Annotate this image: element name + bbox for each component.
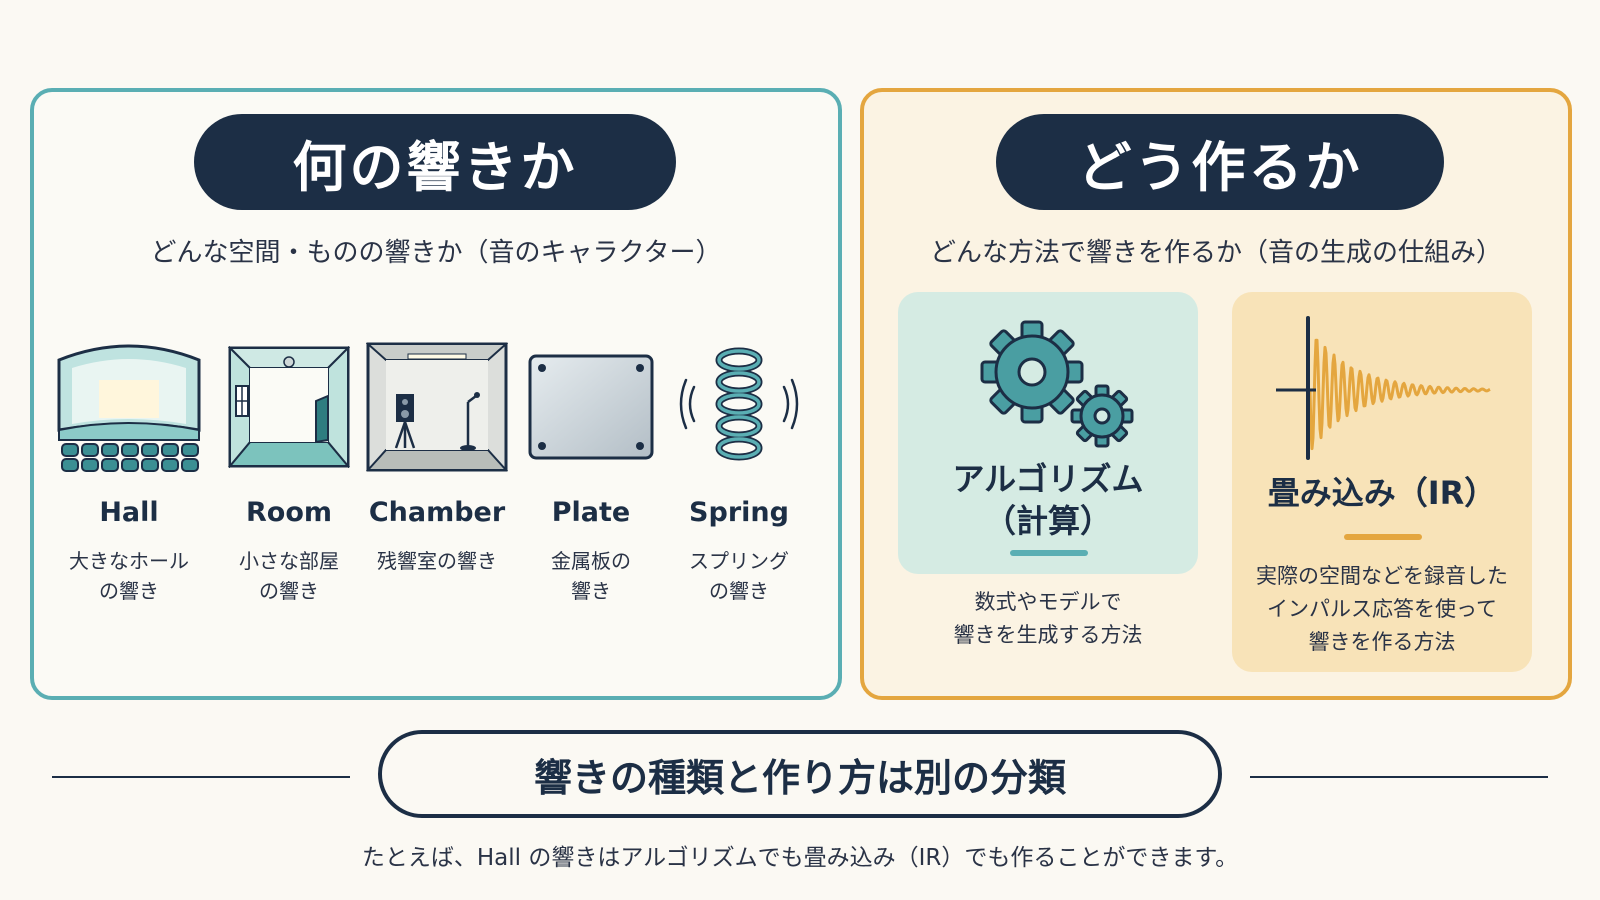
- reverb-type-plate: Plate 金属板の 響き: [516, 337, 666, 606]
- convolution-card: 畳み込み（IR） 実際の空間などを録音した インパルス応答を使って 響きを作る方…: [1232, 292, 1532, 672]
- reverb-type-room: Room 小さな部屋 の響き: [214, 337, 364, 606]
- spring-icon: [664, 337, 814, 477]
- chamber-icon: [362, 337, 512, 477]
- reverb-name-room: Room: [245, 497, 333, 528]
- room-icon: [214, 337, 364, 477]
- how-made-subtitle: どんな方法で響きを作るか（音の生成の仕組み）: [929, 238, 1502, 268]
- algorithm-description: 数式やモデルで 響きを生成する方法: [953, 590, 1143, 647]
- reverb-desc-hall: 大きなホール の響き: [69, 549, 189, 603]
- reverb-name-plate: Plate: [551, 497, 631, 528]
- footer-headline: 響きの種類と作り方は別の分類: [533, 755, 1066, 800]
- reverb-name-spring: Spring: [689, 497, 789, 528]
- convolution-description: 実際の空間などを録音した インパルス応答を使って 響きを作る方法: [1256, 564, 1508, 654]
- reverb-name-chamber: Chamber: [368, 497, 506, 528]
- footer-divider-right: [1250, 776, 1548, 778]
- convolution-title: 畳み込み（IR）: [1267, 474, 1497, 512]
- concert-hall-icon: [54, 337, 204, 477]
- reverb-desc-plate: 金属板の 響き: [551, 549, 631, 603]
- reverb-desc-room: 小さな部屋 の響き: [239, 549, 339, 603]
- metal-plate-icon: [516, 337, 666, 477]
- algorithm-card: アルゴリズム （計算）: [898, 292, 1198, 574]
- reverb-desc-spring: スプリング の響き: [689, 549, 789, 603]
- how-made-title: どう作るか: [996, 114, 1444, 210]
- reverb-desc-chamber: 残響室の響き: [377, 549, 497, 573]
- what-reverb-title: 何の響きか: [194, 114, 676, 210]
- impulse-response-icon: [1276, 316, 1491, 460]
- convolution-underline: [1344, 534, 1422, 540]
- how-made-panel: どう作るか どんな方法で響きを作るか（音の生成の仕組み）: [860, 88, 1572, 700]
- what-reverb-subtitle: どんな空間・ものの響きか（音のキャラクター）: [150, 238, 722, 268]
- algorithm-underline: [1010, 550, 1088, 556]
- algorithm-title: アルゴリズム （計算）: [952, 460, 1144, 540]
- gears-icon: [980, 320, 1134, 448]
- reverb-type-chamber: Chamber 残響室の響き: [362, 337, 512, 576]
- footer-divider-left: [52, 776, 350, 778]
- reverb-type-hall: Hall 大きなホール の響き: [54, 337, 204, 606]
- reverb-name-hall: Hall: [99, 497, 159, 528]
- footer-headline-box: 響きの種類と作り方は別の分類: [378, 730, 1222, 818]
- footer-note: たとえば、Hall の響きはアルゴリズムでも畳み込み（IR）でも作ることができま…: [361, 845, 1239, 871]
- what-reverb-panel: 何の響きか どんな空間・ものの響きか（音のキャラクター）: [30, 88, 842, 700]
- reverb-type-spring: Spring スプリング の響き: [664, 337, 814, 606]
